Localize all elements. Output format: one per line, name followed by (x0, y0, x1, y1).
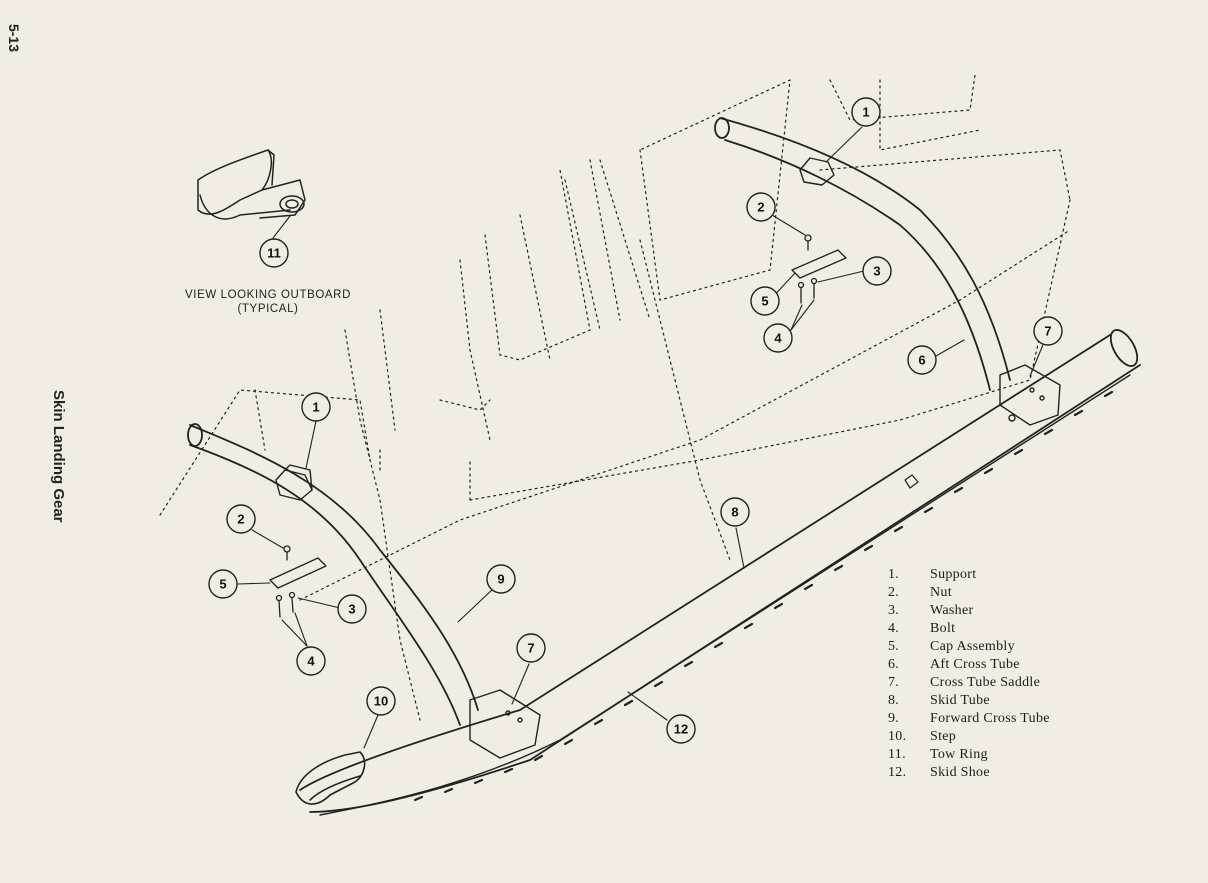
skid-clip (904, 474, 919, 489)
skid-shoe (319, 374, 1131, 816)
legend-number: 8. (888, 693, 900, 708)
legend-item: 11. Tow Ring (888, 746, 1050, 764)
legend-number: 5. (888, 639, 900, 654)
callout-4-forward: 4 (307, 654, 315, 669)
legend-label: Washer (930, 603, 974, 618)
callout-1-forward: 1 (312, 400, 319, 415)
legend-number: 2. (888, 585, 900, 600)
legend-label: Forward Cross Tube (930, 711, 1050, 726)
aft-saddle (999, 364, 1061, 426)
legend-item: 9. Forward Cross Tube (888, 710, 1050, 728)
legend-number: 1. (888, 567, 900, 582)
callout-1-aft: 1 (862, 105, 869, 120)
legend-number: 7. (888, 675, 900, 690)
callout-9: 9 (497, 572, 504, 587)
callout-3-forward: 3 (348, 602, 355, 617)
callout-3-aft: 3 (873, 264, 880, 279)
forward-cross-tube (187, 423, 479, 726)
callout-10: 10 (374, 694, 388, 709)
legend-label: Bolt (930, 621, 956, 636)
callout-6: 6 (918, 353, 925, 368)
legend-label: Aft Cross Tube (930, 657, 1020, 672)
callout-4-aft: 4 (774, 331, 782, 346)
parts-legend: 1. Support 2. Nut 3. Washer 4. Bolt 5. Cap As… (888, 566, 1050, 782)
aft-cap-assembly (791, 234, 847, 304)
inset-caption: VIEW LOOKING OUTBOARD (TYPICAL) (168, 288, 368, 316)
legend-label: Skid Shoe (930, 765, 990, 780)
legend-item: 10. Step (888, 728, 1050, 746)
callout-8: 8 (731, 505, 738, 520)
tow-ring-inset (197, 149, 306, 220)
leader-lines (237, 126, 1046, 749)
legend-label: Cap Assembly (930, 639, 1015, 654)
legend-item: 12. Skid Shoe (888, 764, 1050, 782)
callout-12: 12 (674, 722, 688, 737)
legend-number: 3. (888, 603, 900, 618)
legend-item: 7. Cross Tube Saddle (888, 674, 1050, 692)
callout-7-forward: 7 (527, 641, 534, 656)
forward-saddle (469, 689, 541, 759)
inset-caption-line2: (TYPICAL) (237, 303, 299, 315)
legend-number: 6. (888, 657, 900, 672)
legend-item: 1. Support (888, 566, 1050, 584)
callout-2-aft: 2 (757, 200, 764, 215)
aft-cross-tube (714, 117, 1011, 391)
legend-number: 11. (888, 747, 906, 762)
callout-7-aft: 7 (1044, 324, 1051, 339)
callout-2-forward: 2 (237, 512, 244, 527)
callout-circles (208, 97, 1063, 744)
legend-label: Support (930, 567, 977, 582)
legend-label: Tow Ring (930, 747, 988, 762)
aft-support (799, 157, 835, 186)
legend-label: Step (930, 729, 957, 744)
legend-number: 4. (888, 621, 900, 636)
forward-support (275, 464, 313, 501)
legend-item: 6. Aft Cross Tube (888, 656, 1050, 674)
legend-label: Nut (930, 585, 952, 600)
legend-label: Cross Tube Saddle (930, 675, 1041, 690)
callout-5-aft: 5 (761, 294, 768, 309)
inset-caption-line1: VIEW LOOKING OUTBOARD (185, 289, 351, 301)
callout-5-forward: 5 (219, 577, 226, 592)
legend-number: 10. (888, 729, 907, 744)
legend-item: 2. Nut (888, 584, 1050, 602)
legend-item: 4. Bolt (888, 620, 1050, 638)
step (295, 751, 366, 805)
legend-item: 5. Cap Assembly (888, 638, 1050, 656)
legend-item: 8. Skid Tube (888, 692, 1050, 710)
fuselage-outline (159, 74, 1071, 721)
legend-number: 12. (888, 765, 907, 780)
skid-tube (299, 329, 1141, 813)
legend-item: 3. Washer (888, 602, 1050, 620)
legend-label: Skid Tube (930, 693, 990, 708)
forward-cap-assembly (269, 545, 327, 618)
legend-number: 9. (888, 711, 900, 726)
callout-11: 11 (267, 246, 281, 261)
